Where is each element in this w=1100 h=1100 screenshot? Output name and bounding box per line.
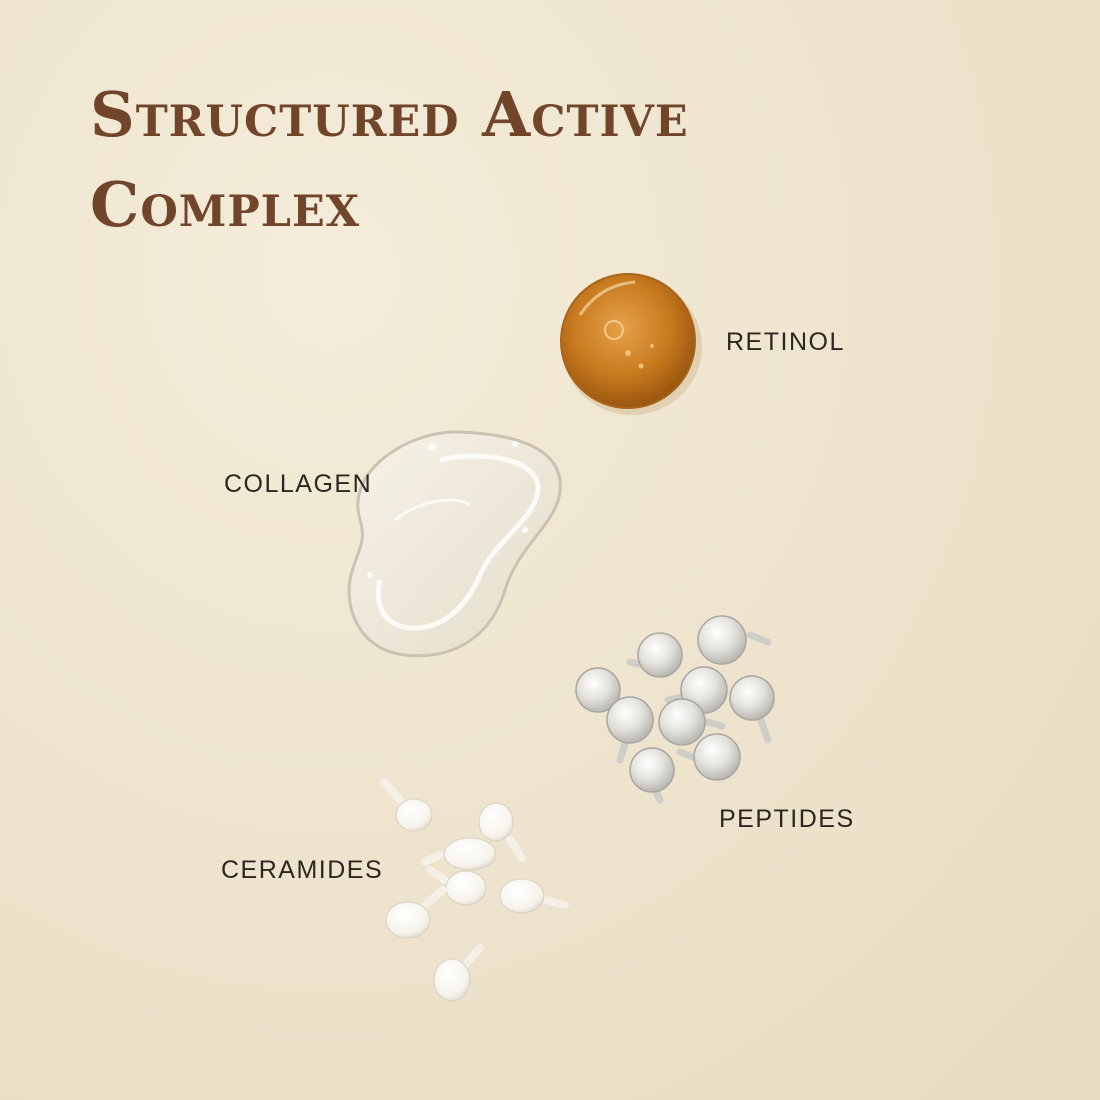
peptide-capsule	[697, 615, 772, 665]
peptide-capsule	[626, 632, 683, 678]
retinol-drop-icon	[560, 273, 702, 415]
ceramide-capsule	[426, 866, 487, 906]
ceramide-capsule	[478, 802, 526, 862]
label-collagen: COLLAGEN	[224, 470, 373, 498]
collagen-gel-icon	[347, 430, 562, 658]
title-line-1: Structured Active	[90, 78, 689, 151]
title-line-2: Complex	[90, 168, 361, 241]
peptides-capsules-icon	[575, 615, 775, 804]
label-retinol: RETINOL	[726, 328, 845, 356]
ceramide-capsule	[385, 886, 447, 939]
peptide-capsule	[729, 675, 775, 744]
ceramide-capsule	[433, 944, 484, 1002]
ceramide-capsule	[499, 878, 569, 914]
peptide-capsule	[629, 747, 675, 804]
ceramide-capsule	[421, 837, 497, 871]
peptide-capsule	[575, 667, 621, 713]
peptide-capsule	[676, 733, 741, 781]
peptide-capsule	[606, 696, 654, 764]
ceramides-capsules-icon	[380, 778, 569, 1002]
label-peptides: PEPTIDES	[719, 805, 855, 833]
label-ceramides: CERAMIDES	[221, 856, 384, 884]
ceramide-capsule	[380, 778, 433, 832]
page-title: Structured Active Complex	[90, 70, 689, 250]
peptide-capsule	[658, 698, 726, 746]
